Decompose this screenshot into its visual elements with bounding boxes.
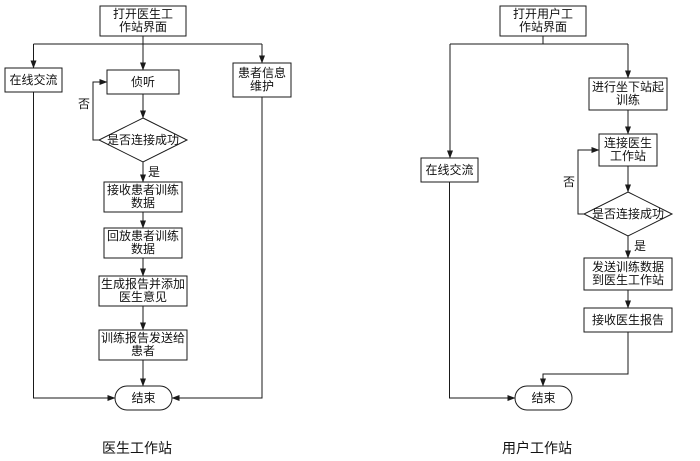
- doctor-end-terminal: [114, 385, 173, 411]
- doctor-playback-data-box: [103, 227, 183, 259]
- user-connect-doctor-box: [598, 133, 658, 167]
- doctor-patient-info-label-line1: 患者信息: [238, 65, 286, 80]
- doctor-listen-box: [106, 69, 180, 95]
- user-send-data-label-line2: 到医生工作站: [592, 273, 664, 287]
- doctor-listen-label: 侦听: [131, 75, 155, 89]
- doctor-chart-caption: 医生工作站: [102, 441, 172, 457]
- doctor-receive-data-label-line1: 接收患者训练: [107, 182, 179, 197]
- user-decision-yes-label: 是: [634, 239, 646, 253]
- doctor-open-interface-box: [99, 5, 187, 37]
- doctor-receive-data-label-line2: 数据: [131, 195, 155, 210]
- doctor-decision-yes-label: 是: [148, 165, 160, 179]
- doctor-open-interface-label-line1: 打开医生工: [113, 7, 173, 21]
- doctor-decision-no-label: 否: [78, 97, 90, 111]
- user-online-chat-box: [420, 157, 479, 183]
- doctor-open-interface-label-line2: 作站界面: [119, 20, 167, 34]
- doctor-branch-connector: [33, 36, 262, 45]
- doctor-connect-decision-diamond: [97, 117, 189, 163]
- arrow-doctor-decision-no-loop: [92, 79, 108, 141]
- arrow-doctor-patient-info-to-end: [171, 97, 263, 401]
- doctor-send-report-label-line1: 训练报告发送给: [101, 330, 185, 345]
- user-connect-decision-label: 是否连接成功: [592, 206, 664, 221]
- user-end-label: 结束: [531, 391, 555, 405]
- user-receive-report-label: 接收医生报告: [592, 312, 664, 327]
- doctor-generate-report-box: [98, 275, 188, 307]
- user-receive-report-box: [583, 307, 673, 333]
- user-sit-stand-training-box: [588, 77, 668, 111]
- doctor-patient-info-box: [232, 62, 292, 98]
- user-connect-doctor-label-line2: 工作站: [610, 149, 646, 163]
- user-open-interface-box: [499, 5, 587, 37]
- arrow-user-decision-no-loop: [577, 147, 600, 215]
- doctor-end-label: 结束: [131, 391, 155, 405]
- user-branch-connector: [450, 36, 628, 45]
- user-send-data-label-line1: 发送训练数据: [592, 259, 664, 274]
- doctor-workstation-flowchart: 打开医生工 作站界面 在线交流 侦听 患者信息 维护 是否连接成功 否 是 接收…: [4, 5, 292, 457]
- user-decision-no-label: 否: [563, 175, 575, 189]
- user-send-data-box: [583, 257, 673, 291]
- arrow-user-online-to-end: [449, 182, 516, 401]
- doctor-send-report-box: [98, 329, 188, 361]
- doctor-send-report-label-line2: 患者: [131, 344, 155, 358]
- doctor-online-chat-label: 在线交流: [9, 72, 57, 87]
- doctor-receive-data-box: [103, 181, 183, 213]
- doctor-generate-report-label-line1: 生成报告并添加: [101, 276, 185, 291]
- doctor-generate-report-label-line2: 医生意见: [119, 289, 167, 304]
- user-open-interface-label-line2: 作站界面: [519, 20, 567, 34]
- user-open-interface-label-line1: 打开用户工: [513, 6, 573, 21]
- user-connect-decision-diamond: [582, 191, 674, 237]
- user-workstation-flowchart: 打开用户工 作站界面 在线交流 进行坐下站起 训练 连接医生 工作站 是否连接成…: [420, 5, 674, 457]
- user-online-chat-label: 在线交流: [425, 162, 473, 177]
- doctor-playback-data-label-line2: 数据: [131, 241, 155, 256]
- arrow-user-receive-to-end: [540, 332, 629, 387]
- user-connect-doctor-label-line1: 连接医生: [604, 135, 652, 150]
- user-chart-caption: 用户工作站: [502, 440, 572, 457]
- arrow-doctor-online-to-end: [33, 92, 116, 401]
- doctor-patient-info-label-line2: 维护: [250, 79, 274, 93]
- doctor-connect-decision-label: 是否连接成功: [107, 132, 179, 147]
- user-sit-stand-training-label-line1: 进行坐下站起: [592, 80, 664, 94]
- doctor-online-chat-box: [4, 67, 63, 93]
- doctor-playback-data-label-line1: 回放患者训练: [107, 228, 179, 243]
- user-end-terminal: [514, 385, 573, 411]
- user-sit-stand-training-label-line2: 训练: [616, 92, 640, 107]
